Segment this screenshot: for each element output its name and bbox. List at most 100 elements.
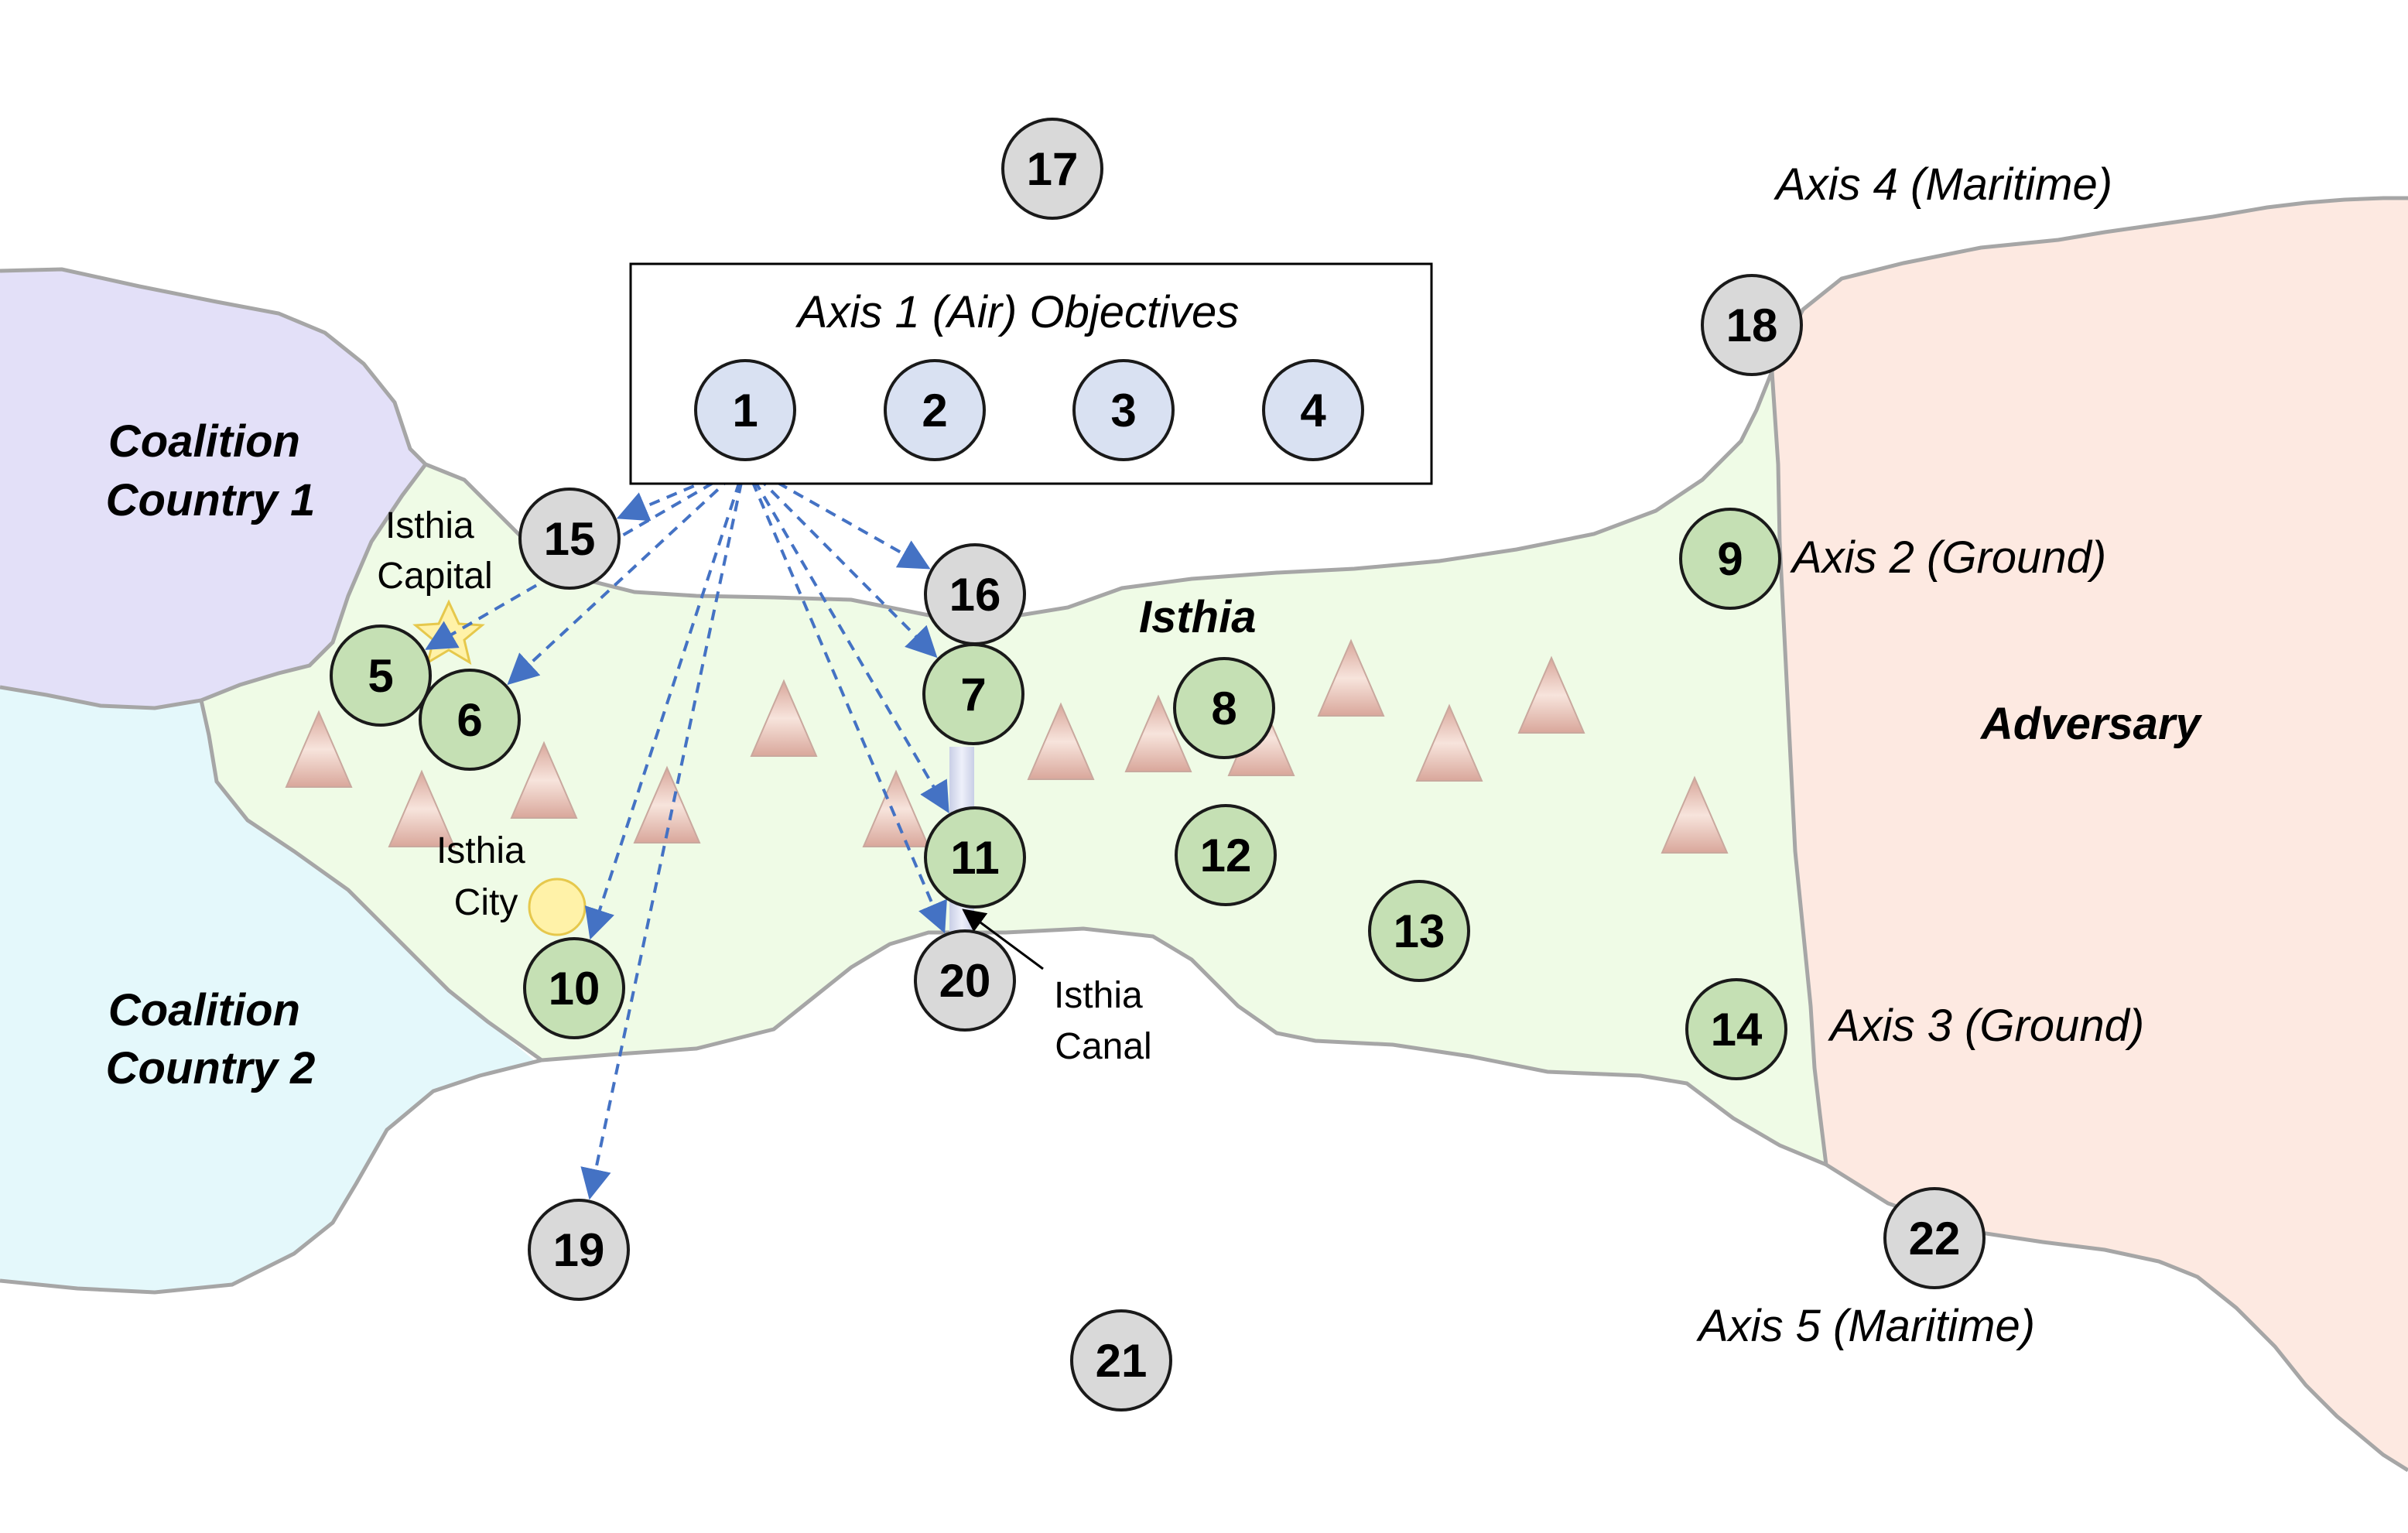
node-16: 16 xyxy=(924,543,1026,645)
isthia-city-line2: City xyxy=(454,882,518,923)
node-4-circle xyxy=(1262,359,1364,461)
node-11-circle xyxy=(924,806,1026,909)
node-21: 21 xyxy=(1070,1309,1172,1412)
mountain-icon xyxy=(750,679,818,757)
coalition-country-1-label: Coalition Country 1 xyxy=(106,416,316,525)
arrow-1-to-6 xyxy=(507,463,747,686)
node-9-label: 9 xyxy=(1717,533,1743,585)
axis-1-label: Axis 1 (Air) Objectives xyxy=(795,287,1239,337)
isthia-canal-label: Isthia Canal xyxy=(1054,975,1153,1067)
isthia-city-line1: Isthia xyxy=(436,830,525,871)
node-14-label: 14 xyxy=(1711,1004,1763,1056)
node-13-circle xyxy=(1368,880,1470,982)
node-14-circle xyxy=(1685,978,1787,1080)
north-coastline xyxy=(0,196,2408,620)
node-15-label: 15 xyxy=(544,513,596,565)
mountain-icon xyxy=(1317,638,1385,717)
isthia-adversary-border xyxy=(1770,371,1828,1165)
node-6-circle xyxy=(419,669,521,771)
coalition-country-2-line1: Coalition xyxy=(108,985,300,1035)
adversary-region xyxy=(1772,198,2408,1470)
node-1-circle xyxy=(694,359,796,461)
coalition1-isthia-border xyxy=(0,463,427,710)
node-4: 4 xyxy=(1262,359,1364,461)
coalition-country-2-label: Coalition Country 2 xyxy=(106,985,316,1093)
axis-3-label: Axis 3 (Ground) xyxy=(1828,1001,2144,1051)
mountain-icon xyxy=(1124,694,1192,772)
node-19: 19 xyxy=(528,1199,630,1301)
mountain-icon xyxy=(388,769,456,847)
node-20: 20 xyxy=(914,929,1016,1032)
isthia-capital-label: Isthia Capital xyxy=(377,505,492,597)
adversary-label: Adversary xyxy=(1979,699,2202,749)
node-9: 9 xyxy=(1679,508,1781,610)
isthia-canal-line2: Canal xyxy=(1055,1026,1151,1067)
node-8-label: 8 xyxy=(1211,683,1236,734)
node-2: 2 xyxy=(884,359,986,461)
arrow-1-to-11 xyxy=(744,463,949,814)
node-5-label: 5 xyxy=(368,650,393,702)
node-17-circle xyxy=(1001,118,1103,220)
node-8-circle xyxy=(1173,657,1275,759)
node-2-label: 2 xyxy=(922,385,947,436)
node-16-circle xyxy=(924,543,1026,645)
isthia-label: Isthia xyxy=(1139,592,1257,642)
node-6: 6 xyxy=(419,669,521,771)
node-7: 7 xyxy=(922,643,1024,745)
node-12: 12 xyxy=(1175,804,1277,906)
node-14: 14 xyxy=(1685,978,1787,1080)
axis-2-label: Axis 2 (Ground) xyxy=(1790,532,2106,583)
node-6-label: 6 xyxy=(457,694,482,746)
coalition-country-2-region xyxy=(0,687,534,1292)
node-11-label: 11 xyxy=(950,832,999,884)
coalition-country-2-line2: Country 2 xyxy=(106,1043,316,1093)
mountain-icon xyxy=(862,769,930,847)
node-13-label: 13 xyxy=(1394,905,1445,957)
mountain-icon xyxy=(1027,702,1095,780)
mountain-icon xyxy=(510,741,578,819)
arrow-1-to-20 xyxy=(744,464,947,934)
node-10-label: 10 xyxy=(549,963,600,1015)
mountain-icon xyxy=(1415,703,1483,782)
node-16-label: 16 xyxy=(949,569,1001,621)
node-12-circle xyxy=(1175,804,1277,906)
canal-pointer-arrow xyxy=(962,909,1044,970)
isthia-capital-line1: Isthia xyxy=(385,505,474,546)
node-3: 3 xyxy=(1072,359,1175,461)
mountain-icon xyxy=(1661,775,1729,854)
axis-5-label: Axis 5 (Maritime) xyxy=(1696,1301,2035,1351)
arrow-1-to-19 xyxy=(580,464,747,1200)
node-18-label: 18 xyxy=(1726,299,1778,351)
node-13: 13 xyxy=(1368,880,1470,982)
node-5-circle xyxy=(330,624,432,727)
node-20-label: 20 xyxy=(939,955,991,1007)
node-7-label: 7 xyxy=(960,669,986,720)
node-10-circle xyxy=(523,937,625,1039)
node-20-circle xyxy=(914,929,1016,1032)
arrow-1-to-16 xyxy=(744,463,931,570)
node-10: 10 xyxy=(523,937,625,1039)
arrow-1-to-10 xyxy=(584,464,747,940)
node-17-label: 17 xyxy=(1027,143,1079,195)
node-9-circle xyxy=(1679,508,1781,610)
node-22: 22 xyxy=(1883,1187,1986,1289)
node-1: 1 xyxy=(694,359,796,461)
node-21-circle xyxy=(1070,1309,1172,1412)
arrow-1-to-7 xyxy=(744,463,938,659)
mountain-icon xyxy=(633,765,701,843)
mountain-icon xyxy=(285,710,353,788)
node-8: 8 xyxy=(1173,657,1275,759)
axis-4-label: Axis 4 (Maritime) xyxy=(1774,159,2112,210)
node-22-label: 22 xyxy=(1909,1213,1961,1264)
node-17: 17 xyxy=(1001,118,1103,220)
city-dot-icon xyxy=(528,878,587,936)
node-5: 5 xyxy=(330,624,432,727)
node-15-circle xyxy=(518,488,621,590)
node-12-label: 12 xyxy=(1200,830,1252,881)
isthia-city-label: Isthia City xyxy=(436,830,535,923)
node-3-circle xyxy=(1072,359,1175,461)
coalition-country-1-line1: Coalition xyxy=(108,416,300,467)
mountain-icon xyxy=(1517,655,1585,734)
